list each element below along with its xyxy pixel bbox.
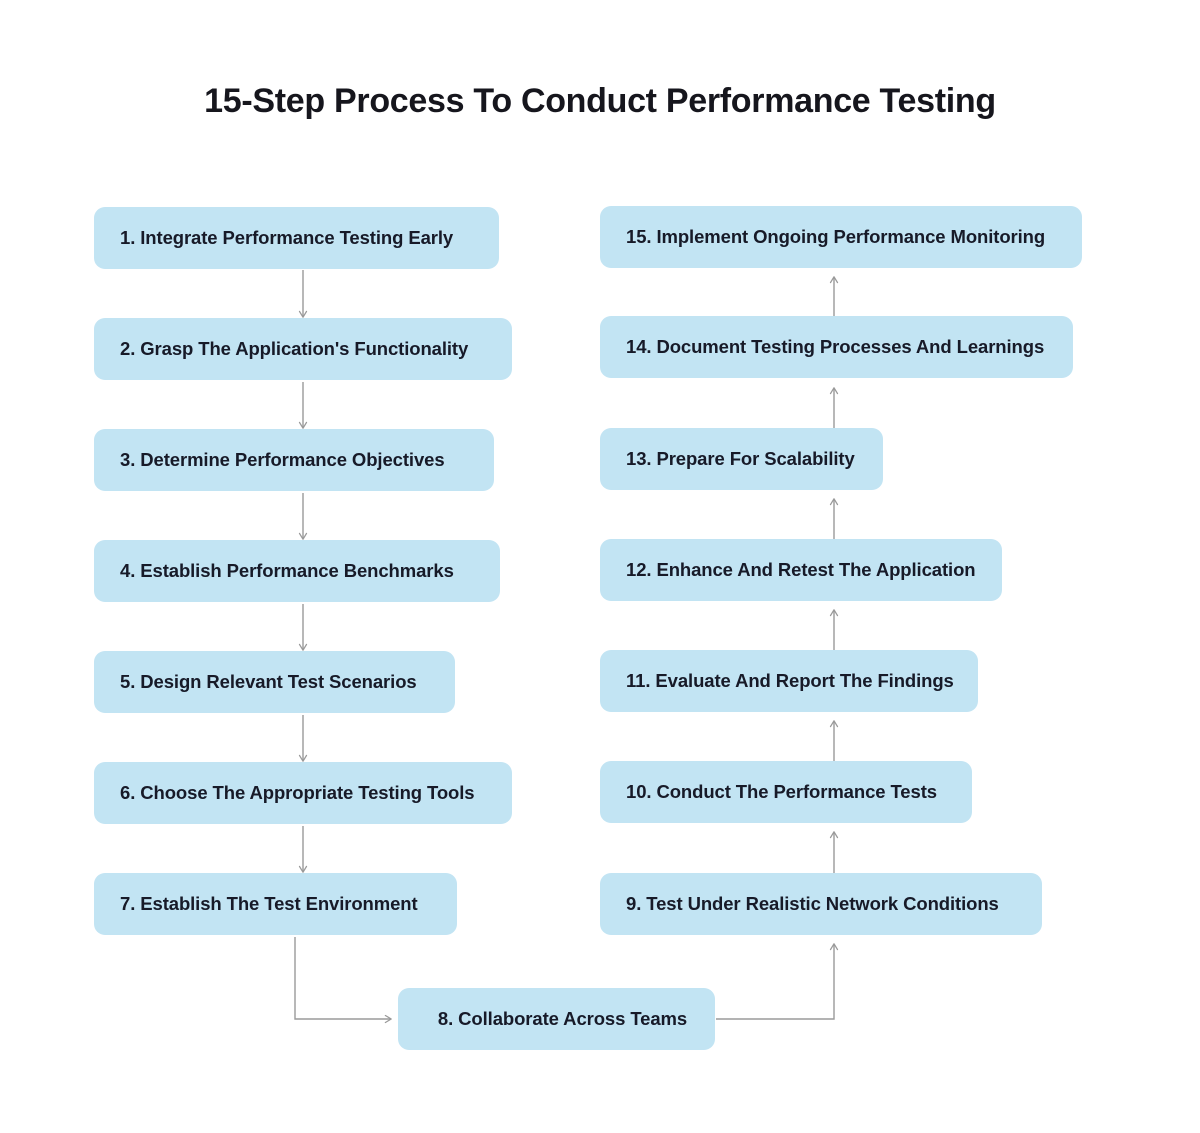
step-node-15[interactable]: 15. Implement Ongoing Performance Monito… [600,206,1082,268]
step-label-9: 9. Test Under Realistic Network Conditio… [626,893,999,915]
step-label-14: 14. Document Testing Processes And Learn… [626,336,1045,358]
step-node-14[interactable]: 14. Document Testing Processes And Learn… [600,316,1073,378]
step-label-3: 3. Determine Performance Objectives [120,449,445,471]
step-node-4[interactable]: 4. Establish Performance Benchmarks [94,540,500,602]
step-label-5: 5. Design Relevant Test Scenarios [120,671,417,693]
step-label-11: 11. Evaluate And Report The Findings [626,670,954,692]
step-node-8[interactable]: 8. Collaborate Across Teams [398,988,715,1050]
step-label-15: 15. Implement Ongoing Performance Monito… [626,226,1046,248]
step-node-5[interactable]: 5. Design Relevant Test Scenarios [94,651,455,713]
step-node-2[interactable]: 2. Grasp The Application's Functionality [94,318,512,380]
step-label-1: 1. Integrate Performance Testing Early [120,227,454,249]
step-label-13: 13. Prepare For Scalability [626,448,855,470]
step-node-12[interactable]: 12. Enhance And Retest The Application [600,539,1002,601]
step-node-13[interactable]: 13. Prepare For Scalability [600,428,883,490]
step-label-8: 8. Collaborate Across Teams [437,1008,688,1030]
step-node-11[interactable]: 11. Evaluate And Report The Findings [600,650,978,712]
step-node-3[interactable]: 3. Determine Performance Objectives [94,429,494,491]
step-node-9[interactable]: 9. Test Under Realistic Network Conditio… [600,873,1042,935]
step-node-7[interactable]: 7. Establish The Test Environment [94,873,457,935]
step-label-12: 12. Enhance And Retest The Application [626,559,976,581]
step-node-6[interactable]: 6. Choose The Appropriate Testing Tools [94,762,512,824]
edge-8-to-9 [716,943,839,1020]
step-label-10: 10. Conduct The Performance Tests [626,781,937,803]
step-node-10[interactable]: 10. Conduct The Performance Tests [600,761,972,823]
edge-7-to-8 [294,937,392,1024]
step-node-1[interactable]: 1. Integrate Performance Testing Early [94,207,499,269]
step-label-6: 6. Choose The Appropriate Testing Tools [120,782,475,804]
step-label-4: 4. Establish Performance Benchmarks [120,560,454,582]
page-title: 15-Step Process To Conduct Performance T… [204,82,996,120]
step-label-2: 2. Grasp The Application's Functionality [120,338,469,360]
step-label-7: 7. Establish The Test Environment [120,893,418,915]
